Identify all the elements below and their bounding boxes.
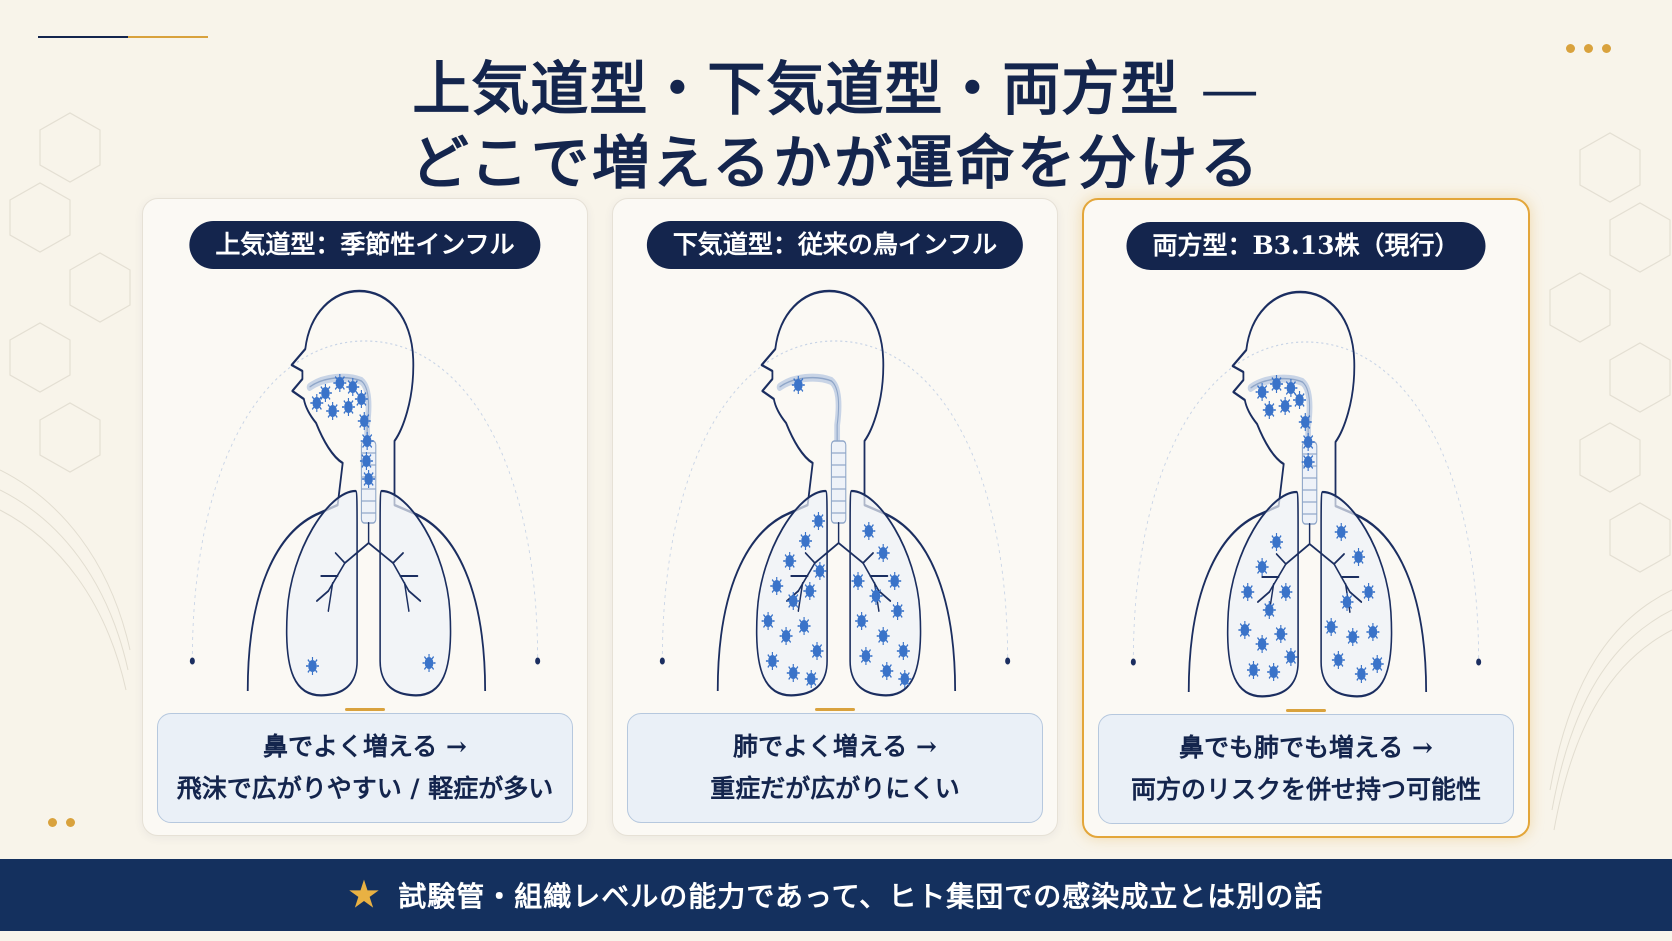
desc-line1: 肺でよく増える →	[733, 732, 937, 761]
card-label: 下気道型：従来の鳥インフル	[646, 221, 1024, 269]
page-title-line2: どこで増えるかが運命を分ける	[410, 129, 1262, 197]
gold-dots-bottom-left	[48, 812, 84, 831]
desc-line2: 飛沫で広がりやすい / 軽症が多い	[176, 774, 554, 803]
title-text: 上気道型・下気道型・両方型	[412, 55, 1180, 123]
footer-text: 試験管・組織レベルの能力であって、ヒト集団での感染成立とは別の話	[398, 880, 1324, 913]
gold-divider	[345, 708, 385, 711]
desc-line1: 鼻でよく増える →	[263, 732, 467, 761]
card-lower-airway: 下気道型：従来の鳥インフル 肺でよく増える → 重症だが広がりにくい	[612, 198, 1058, 836]
desc-line1: 鼻でも肺でも増える →	[1179, 733, 1433, 762]
card-label: 上気道型：季節性インフル	[189, 221, 541, 269]
card-description: 鼻でよく増える → 飛沫で広がりやすい / 軽症が多い	[157, 713, 573, 823]
page-title-line1: 上気道型・下気道型・両方型 —	[0, 42, 1672, 126]
lower-airway-diagram	[659, 281, 1011, 701]
gold-dots-top-right	[1566, 38, 1620, 57]
card-both-types: 両方型：B3.13株（現行） 鼻でも肺でも増える → 両方のリスクを併せ持つ可能…	[1082, 198, 1530, 838]
desc-line2: 重症だが広がりにくい	[710, 774, 960, 803]
title-dash: —	[1200, 55, 1260, 123]
upper-airway-diagram	[189, 281, 541, 701]
card-description: 肺でよく増える → 重症だが広がりにくい	[627, 713, 1043, 823]
both-types-diagram	[1130, 282, 1482, 702]
card-label: 両方型：B3.13株（現行）	[1126, 222, 1486, 270]
card-description: 鼻でも肺でも増える → 両方のリスクを併せ持つ可能性	[1098, 714, 1514, 824]
footer-banner: ★ 試験管・組織レベルの能力であって、ヒト集団での感染成立とは別の話	[0, 859, 1672, 931]
gold-divider	[815, 708, 855, 711]
gold-divider	[1286, 709, 1326, 712]
desc-line2: 両方のリスクを併せ持つ可能性	[1130, 775, 1481, 804]
star-icon: ★	[348, 875, 381, 915]
card-upper-airway: 上気道型：季節性インフル 鼻でよく増える → 飛沫で広がりやすい / 軽症が多い	[142, 198, 588, 836]
